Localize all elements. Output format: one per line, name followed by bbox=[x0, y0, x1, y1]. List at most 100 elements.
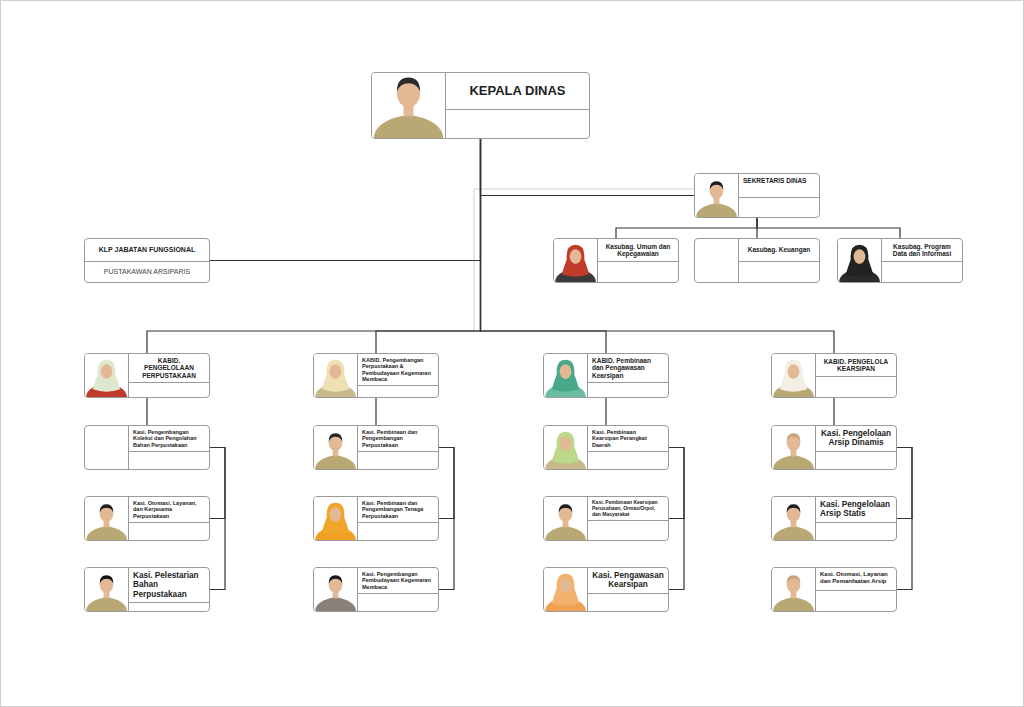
photo-body bbox=[696, 203, 737, 217]
title-area: Kasi. Pengelolaan Arsip Statis bbox=[816, 497, 896, 522]
portrait-photo bbox=[85, 568, 128, 611]
photo-hair bbox=[100, 575, 114, 583]
position-title: Kasi. Pembinaan dan Pengembangan Perpust… bbox=[362, 429, 434, 448]
section-box: Kasi. Pengembangan Pembudayaan Kegemaran… bbox=[313, 567, 439, 612]
position-members: PUSTAKAWAN ARSIPARIS bbox=[89, 268, 205, 276]
text-panel: Kasubag. Program Data dan Informasi bbox=[881, 239, 962, 282]
photo-hair bbox=[787, 575, 801, 583]
position-title: Kasi. Pembinaan Kearsipan Perusahaan, Or… bbox=[592, 500, 664, 517]
photo-face bbox=[560, 364, 572, 379]
title-area: KABID. PENGELOLAAN PERPUSTAKAAN bbox=[129, 354, 209, 382]
photo-face bbox=[100, 576, 114, 593]
photo-frame bbox=[314, 497, 357, 540]
org-connector bbox=[669, 448, 684, 519]
photo-face bbox=[854, 249, 866, 264]
text-panel: Kasi. Otomasi, Layanan, dan Kerjasama Pe… bbox=[128, 497, 209, 540]
org-connector bbox=[481, 139, 607, 353]
section-box: Kasi. Pengawasan Kearsipan bbox=[543, 567, 669, 612]
photo-face bbox=[330, 364, 342, 379]
photo-frame bbox=[838, 239, 881, 282]
text-panel: Kasi. Pengelolaan Arsip Dinamis bbox=[815, 426, 896, 469]
subsection-box: Kasubag. Keuangan bbox=[694, 238, 820, 283]
photo-hair bbox=[710, 181, 724, 189]
portrait-photo bbox=[85, 354, 128, 397]
org-connector bbox=[757, 218, 900, 238]
title-area: KABID. Pembinaan dan Pengawasan Kearsipa… bbox=[588, 354, 668, 382]
photo-body bbox=[374, 115, 444, 138]
detail-area bbox=[588, 382, 668, 397]
title-area: SEKRETARIS DINAS bbox=[739, 174, 819, 197]
photo-frame bbox=[85, 354, 128, 397]
portrait-photo bbox=[544, 354, 587, 397]
title-area: Kasubag. Program Data dan Informasi bbox=[882, 239, 962, 261]
portrait-photo bbox=[772, 497, 815, 540]
portrait-photo bbox=[772, 354, 815, 397]
photo-frame bbox=[695, 174, 738, 217]
org-connector bbox=[897, 448, 912, 590]
photo-background bbox=[772, 354, 815, 397]
title-area: KABID. Pengembangan Perpustakaan & Pembu… bbox=[358, 354, 438, 385]
org-connector bbox=[481, 139, 835, 353]
org-connector bbox=[375, 398, 376, 425]
photo-background bbox=[544, 354, 587, 397]
text-panel: Kasi. Pembinaan Kearsipan Perusahaan, Or… bbox=[587, 497, 668, 540]
detail-area bbox=[358, 593, 438, 611]
text-panel: Kasi. Pengembangan Pembudayaan Kegemaran… bbox=[357, 568, 438, 611]
portrait-photo bbox=[772, 426, 815, 469]
position-title: Kasi. Pengembangan Koleksi dan Pengolaha… bbox=[133, 429, 205, 448]
org-connector bbox=[210, 139, 481, 261]
text-panel: Kasi. Pembinaan dan Pengembangan Tenaga … bbox=[357, 497, 438, 540]
detail-area bbox=[358, 451, 438, 469]
photo-face bbox=[788, 364, 800, 379]
photo-face bbox=[329, 434, 343, 451]
photo-face bbox=[101, 364, 113, 379]
position-title: Kasi. Pengawasan Kearsipan bbox=[592, 571, 664, 590]
title-area: Kasi. Pelestarian Bahan Perpustakaan bbox=[129, 568, 209, 602]
text-panel: KABID. PENGELOLA KEARSIPAN bbox=[815, 354, 896, 397]
text-panel: Kasi. Pembinaan Kearsipan Perangkat Daer… bbox=[587, 426, 668, 469]
position-title: Kasi. Pembinaan Kearsipan Perangkat Daer… bbox=[592, 429, 664, 448]
photo-face bbox=[570, 249, 582, 264]
org-connector bbox=[376, 139, 481, 353]
photo-frame bbox=[314, 568, 357, 611]
photo-face bbox=[330, 507, 342, 522]
photo-face bbox=[100, 505, 114, 522]
section-box: Kasi. Pembinaan dan Pengembangan Tenaga … bbox=[313, 496, 439, 541]
faint-guide-line bbox=[474, 189, 694, 331]
section-box: Kasi. Pembinaan Kearsipan Perusahaan, Or… bbox=[543, 496, 669, 541]
photo-frame bbox=[695, 239, 738, 282]
photo-face bbox=[560, 436, 572, 451]
subsection-box: Kasubag. Umum dan Kepegawaian bbox=[553, 238, 679, 283]
title-area: KLP JABATAN FUNGSIONAL bbox=[85, 239, 209, 261]
photo-background bbox=[314, 497, 357, 540]
position-title: KABID. PENGELOLAAN PERPUSTAKAAN bbox=[133, 357, 205, 379]
photo-frame bbox=[772, 426, 815, 469]
org-connector bbox=[439, 448, 454, 519]
photo-background bbox=[85, 497, 128, 540]
section-box: Kasi. Otomasi, Layanan, dan Kerjasama Pe… bbox=[84, 496, 210, 541]
photo-hijab bbox=[322, 360, 349, 392]
text-panel: Kasi. Pembinaan dan Pengembangan Perpust… bbox=[357, 426, 438, 469]
photo-hair bbox=[397, 77, 420, 91]
title-area: Kasubag. Umum dan Kepegawaian bbox=[598, 239, 678, 261]
position-title: Kasubag. Keuangan bbox=[743, 246, 815, 253]
division-box: KABID. Pengembangan Perpustakaan & Pembu… bbox=[313, 353, 439, 398]
text-panel: SEKRETARIS DINAS bbox=[738, 174, 819, 217]
photo-frame bbox=[85, 497, 128, 540]
photo-frame bbox=[314, 354, 357, 397]
portrait-photo bbox=[554, 239, 597, 282]
photo-background bbox=[544, 497, 587, 540]
photo-hijab bbox=[552, 432, 579, 464]
photo-hijab bbox=[322, 503, 349, 535]
subsection-box: Kasubag. Program Data dan Informasi bbox=[837, 238, 963, 283]
detail-area bbox=[129, 382, 209, 397]
position-title: Kasi. Pengelolaan Arsip Dinamis bbox=[820, 429, 892, 448]
photo-frame bbox=[554, 239, 597, 282]
portrait-photo bbox=[544, 497, 587, 540]
org-connector bbox=[439, 448, 454, 590]
position-title: KABID. Pembinaan dan Pengawasan Kearsipa… bbox=[592, 357, 664, 379]
portrait-photo bbox=[544, 426, 587, 469]
photo-body bbox=[545, 526, 586, 540]
section-box: Kasi. Pembinaan Kearsipan Perangkat Daer… bbox=[543, 425, 669, 470]
photo-face bbox=[787, 576, 801, 593]
